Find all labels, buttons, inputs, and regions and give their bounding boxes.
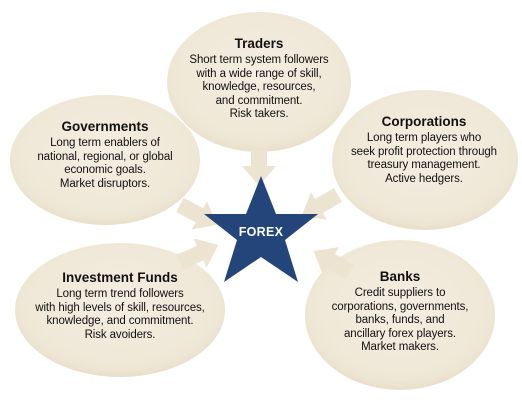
governments-line: national, regional, or global bbox=[37, 150, 173, 163]
investment-funds-line: Long term trend followers bbox=[56, 288, 184, 300]
governments-title: Governments bbox=[61, 119, 149, 134]
traders-line: and commitment. bbox=[215, 94, 303, 107]
corporations-title: Corporations bbox=[381, 114, 467, 129]
investment-funds-bubble bbox=[15, 243, 225, 377]
banks-bubble bbox=[305, 240, 495, 390]
governments-line: economic goals. bbox=[64, 164, 146, 176]
forex-star bbox=[204, 176, 318, 282]
governments-line: Market disruptors. bbox=[59, 177, 151, 190]
governments-arrow bbox=[176, 197, 218, 230]
governments-bubble bbox=[10, 95, 200, 225]
banks-line: Market makers. bbox=[361, 341, 439, 353]
traders-text: Traders Short term system followers with… bbox=[177, 36, 341, 122]
banks-title: Banks bbox=[379, 269, 421, 284]
banks-arrow bbox=[313, 247, 354, 279]
banks-line: corporations, governments, bbox=[331, 300, 469, 313]
corporations-line: treasury management. bbox=[367, 159, 481, 171]
governments-line: Long term enablers of bbox=[50, 137, 160, 149]
banks-text: Banks Credit suppliers to corporations, … bbox=[316, 269, 484, 355]
traders-line: Short term system followers bbox=[189, 54, 329, 66]
corporations-line: Active hedgers. bbox=[385, 172, 463, 185]
banks-line: ancillary forex players. bbox=[343, 327, 456, 340]
investment-funds-line: knowledge, and commitment. bbox=[46, 315, 194, 327]
governments-text: Governments Long term enablers of nation… bbox=[22, 119, 188, 191]
forex-label: FOREX bbox=[238, 225, 284, 239]
traders-arrow bbox=[242, 150, 276, 186]
corporations-bubble bbox=[332, 90, 518, 230]
investment-funds-line: Risk avoiders. bbox=[84, 328, 156, 341]
corporations-arrow bbox=[301, 188, 342, 220]
corporations-line: seek profit protection through bbox=[351, 145, 497, 158]
traders-line: knowledge, resources, bbox=[202, 81, 316, 93]
banks-line: banks, funds, and bbox=[355, 314, 445, 326]
traders-bubble bbox=[167, 12, 351, 152]
investment-funds-title: Investment Funds bbox=[62, 270, 178, 285]
traders-line: with a wide range of skill, bbox=[196, 67, 322, 80]
corporations-line: Long term players who bbox=[366, 132, 482, 144]
corporations-text: Corporations Long term players who seek … bbox=[338, 114, 510, 186]
traders-line: Risk takers. bbox=[229, 108, 289, 120]
investment-funds-text: Investment Funds Long term trend followe… bbox=[22, 270, 218, 342]
banks-line: Credit suppliers to bbox=[354, 287, 446, 299]
investment-funds-line: with high levels of skill, resources, bbox=[35, 301, 205, 314]
traders-title: Traders bbox=[234, 36, 284, 51]
investment-funds-arrow bbox=[176, 238, 219, 270]
